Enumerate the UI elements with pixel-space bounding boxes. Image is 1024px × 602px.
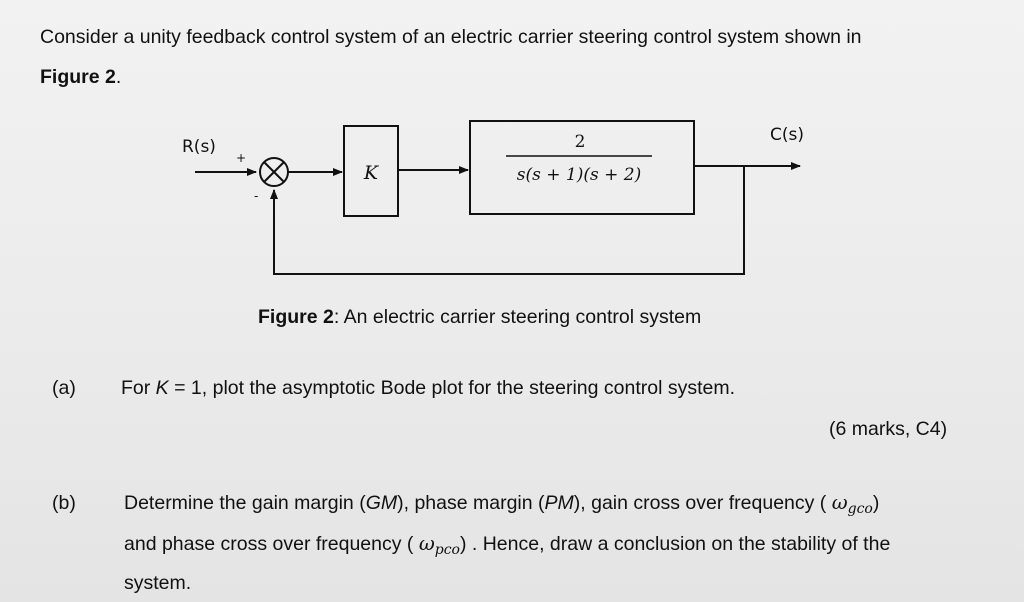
part-b-line2-end: ) . Hence, draw a conclusion on the stab… bbox=[459, 533, 891, 555]
intro-text-line2: Figure 2. bbox=[40, 66, 122, 88]
part-b-pm: PM bbox=[544, 492, 574, 514]
plus-sign: + bbox=[236, 151, 246, 165]
part-b-label: (b) bbox=[52, 492, 76, 514]
part-b-question-line3: system. bbox=[124, 572, 192, 594]
part-a-k-value: = 1 bbox=[168, 377, 202, 399]
plant-block bbox=[469, 120, 695, 215]
part-a-k-variable: K bbox=[155, 377, 169, 399]
block-diagram: R(s) + - K 2 s(s + 1)(s + 2) C(s) bbox=[182, 120, 804, 275]
part-b-mid1: ), phase margin ( bbox=[397, 492, 545, 514]
tf-numerator: 2 bbox=[575, 132, 586, 152]
omega-gco-subscript: gco bbox=[847, 501, 873, 517]
summing-junction bbox=[259, 157, 289, 187]
output-label: C(s) bbox=[770, 125, 804, 145]
figure-caption: Figure 2: An electric carrier steering c… bbox=[258, 306, 701, 329]
omega-gco-symbol: ω bbox=[831, 491, 848, 514]
omega-pco-symbol: ω bbox=[418, 532, 435, 555]
gain-label: K bbox=[363, 162, 380, 184]
part-a-marks: (6 marks, C4) bbox=[829, 418, 948, 440]
figure-reference: Figure 2 bbox=[40, 66, 116, 88]
part-b-gm: GM bbox=[365, 492, 398, 514]
part-a-question: For K = 1, plot the asymptotic Bode plot… bbox=[121, 377, 736, 399]
minus-sign: - bbox=[254, 189, 258, 203]
figure-caption-prefix: Figure 2 bbox=[258, 306, 334, 328]
intro-period: . bbox=[115, 66, 122, 88]
part-b-mid2: ), gain cross over frequency ( bbox=[573, 492, 832, 514]
omega-pco-subscript: pco bbox=[434, 542, 460, 558]
part-a-label: (a) bbox=[52, 377, 76, 399]
intro-text-line1: Consider a unity feedback control system… bbox=[40, 26, 862, 48]
part-b-question-line2: and phase cross over frequency ( ωpco) .… bbox=[124, 534, 890, 557]
part-b-question-line1: Determine the gain margin (GM), phase ma… bbox=[124, 493, 879, 516]
part-a-prefix: For bbox=[121, 377, 156, 399]
part-b-line2-prefix: and phase cross over frequency ( bbox=[124, 533, 419, 555]
input-label: R(s) bbox=[182, 137, 216, 157]
feedback-path bbox=[270, 166, 745, 275]
figure-caption-text: : An electric carrier steering control s… bbox=[333, 306, 702, 328]
part-b-line1-end: ) bbox=[872, 492, 880, 514]
part-b-prefix: Determine the gain margin ( bbox=[124, 492, 366, 514]
tf-denominator: s(s + 1)(s + 2) bbox=[517, 165, 641, 185]
part-a-suffix: , plot the asymptotic Bode plot for the … bbox=[201, 377, 736, 399]
